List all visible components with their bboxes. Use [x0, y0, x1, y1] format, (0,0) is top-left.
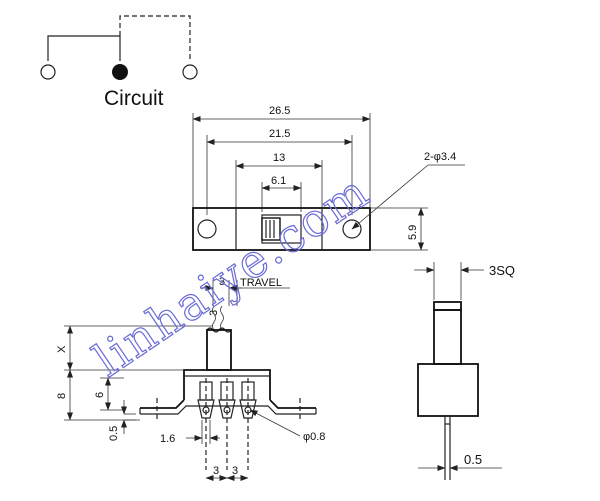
dim-total-length: 26.5	[269, 105, 290, 117]
terminal-common	[112, 64, 128, 80]
dim-pin-pitch-left: 3	[213, 465, 219, 477]
stem-cap	[433, 301, 462, 311]
dim-housing-height: 8	[56, 393, 68, 399]
actuator-lever	[206, 329, 232, 371]
side-pin-collar	[444, 415, 451, 425]
dim-hole-pitch: 21.5	[269, 128, 290, 140]
dim-pin-pitch-right: 3	[232, 465, 238, 477]
front-view: 3 3 TRAVEL φ0.8	[56, 276, 325, 481]
circuit-symbol: Circuit	[40, 15, 198, 110]
dim-pin-width: 1.6	[160, 433, 175, 445]
dim-stem-square: 3SQ	[489, 263, 515, 278]
top-view: 26.5 21.5 13 6.1 2-φ3.4 5.9	[192, 105, 465, 251]
dim-body-length: 13	[273, 152, 285, 164]
side-view: 3SQ 0.5	[414, 262, 515, 480]
hole-note: 2-φ3.4	[424, 151, 456, 163]
dim-flange-thickness: 0.5	[108, 426, 120, 441]
flange-right	[269, 399, 316, 409]
pin-note: φ0.8	[303, 431, 325, 443]
travel-dim-top: 3	[219, 276, 225, 288]
pin-right	[239, 399, 257, 419]
pin-left	[197, 399, 215, 419]
travel-dim-rotated: 3	[208, 310, 220, 316]
dim-side-pin: 0.5	[464, 452, 482, 467]
pin-center	[218, 399, 236, 419]
terminal-right	[182, 64, 198, 80]
side-body	[417, 363, 479, 417]
mounting-plate-outline	[192, 207, 371, 251]
terminal-left	[40, 64, 56, 80]
housing-outline	[183, 369, 271, 400]
dim-x: X	[56, 345, 68, 353]
flange-left	[140, 399, 185, 409]
actuator-stem	[433, 309, 462, 365]
travel-label: TRAVEL	[240, 277, 282, 289]
circuit-solid-link	[47, 35, 121, 61]
dim-slot-length: 6.1	[271, 175, 286, 187]
mounting-hole-left	[197, 219, 217, 239]
mounting-hole-right	[342, 219, 362, 239]
dim-body-height: 6	[94, 392, 106, 398]
circuit-dashed-link	[119, 15, 191, 61]
dim-plate-height: 5.9	[407, 225, 419, 240]
circuit-caption: Circuit	[104, 87, 164, 110]
